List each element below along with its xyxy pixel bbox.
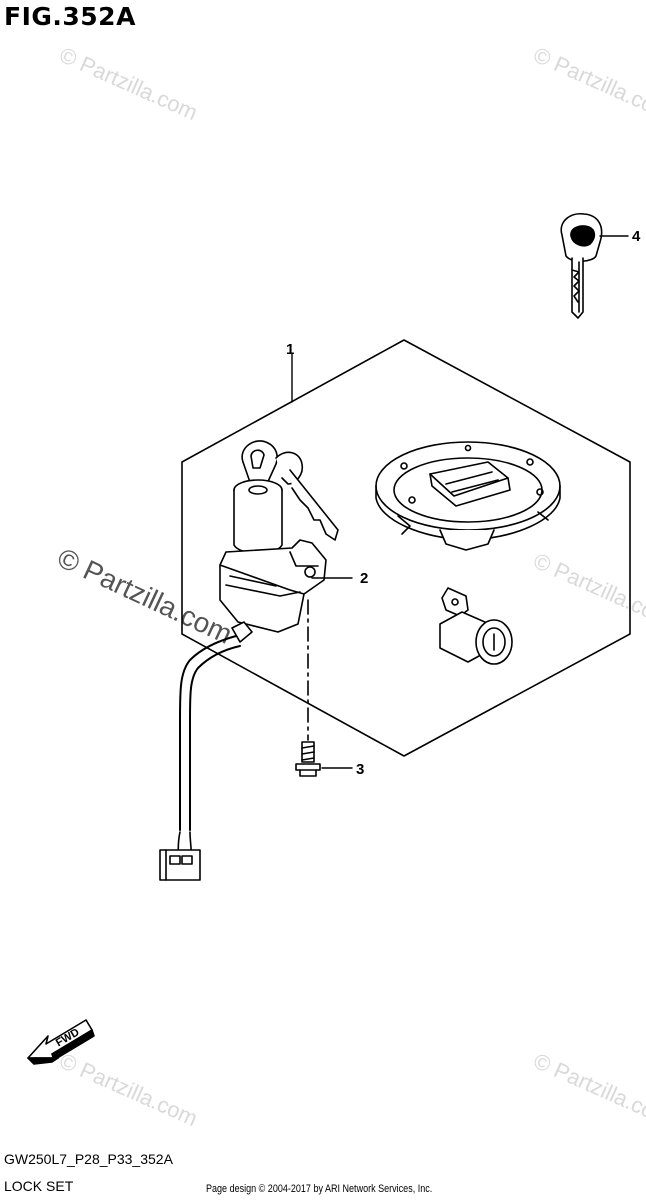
figure-title: FIG.352A [4,2,136,31]
fwd-arrow-icon: FWD [27,1019,95,1065]
diagram-code: GW250L7_P28_P33_352A [4,1151,173,1167]
callout-2: 2 [360,570,368,587]
diagram-caption: LOCK SET [4,1178,74,1194]
callout-1: 1 [286,341,294,358]
fuel-cap-icon [375,441,561,551]
callout-leaders [291,235,629,769]
callout-4: 4 [632,228,641,245]
page-footer: Page design © 2004-2017 by ARI Network S… [206,1183,433,1195]
screw-icon [295,741,321,777]
callout-3: 3 [356,761,364,778]
ignition-switch-icon [159,440,339,881]
seat-lock-icon [439,587,513,665]
set-boundary [181,339,631,757]
key-icon [560,212,603,319]
